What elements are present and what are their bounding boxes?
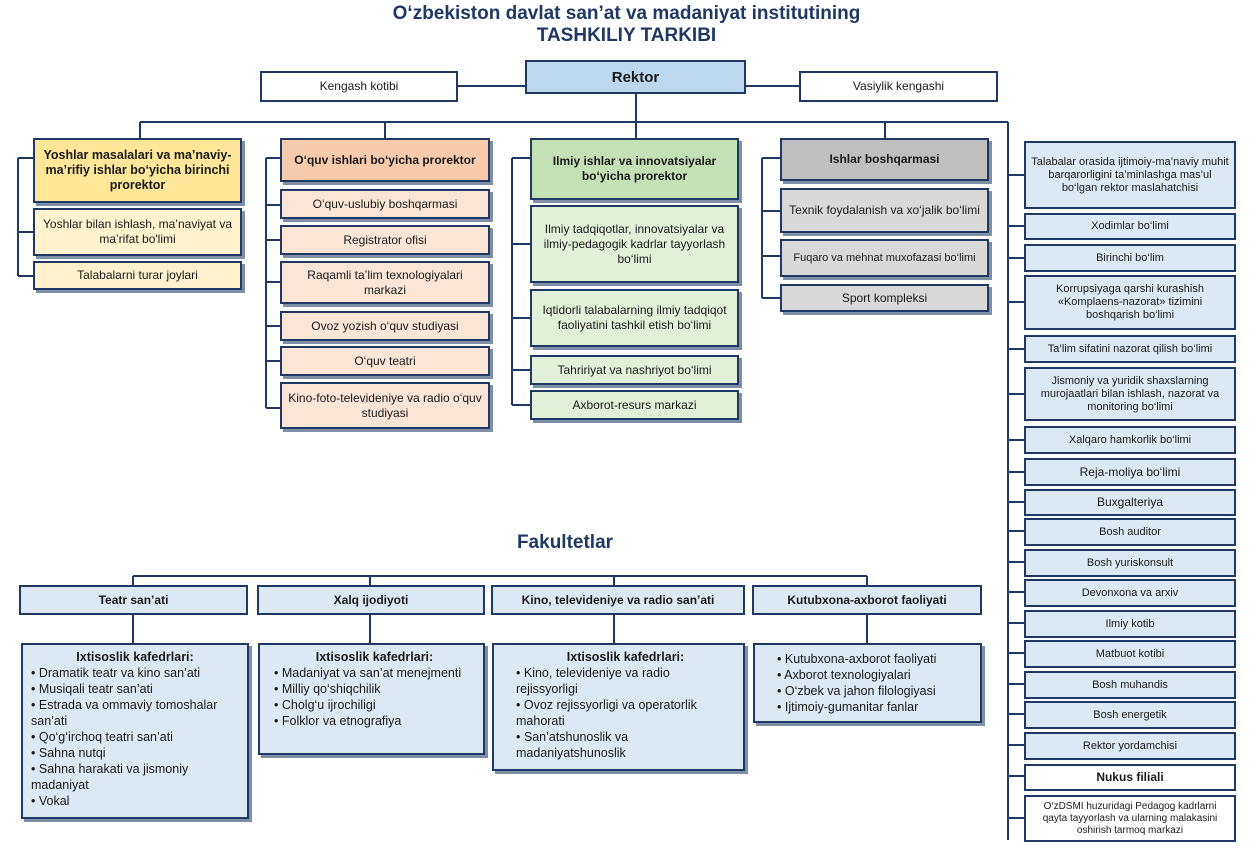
kafedra-list-title: Ixtisoslik kafedrlari: (566, 650, 685, 664)
ilmiy-item-4: Axborot-resurs markazi (530, 390, 739, 420)
right-item-devonxona: Devonxona va arxiv (1024, 579, 1236, 607)
kengash-kotibi-box: Kengash kotibi (260, 71, 458, 102)
list-item: Kutubxona-axborot faoliyati (777, 651, 972, 667)
list-item: Cholg‘u ijrochiligi (274, 697, 475, 713)
kafedra-list-teatr: Ixtisoslik kafedrlari: Dramatik teatr va… (21, 643, 249, 819)
list-item: Qo‘g‘irchoq teatri san’ati (31, 729, 239, 745)
kafedra-list-kutubxona: Kutubxona-axborot faoliyati Axborot texn… (753, 643, 982, 723)
oquv-item-2: Registrator ofisi (280, 225, 490, 255)
kafedra-list-xalq: Ixtisoslik kafedrlari: Madaniyat va san’… (258, 643, 485, 755)
list-item: O‘zbek va jahon filologiyasi (777, 683, 972, 699)
yoshlar-prorektor-box: Yoshlar masalalari va ma’naviy-ma’rifiy … (33, 138, 242, 203)
yoshlar-item-2: Talabalarni turar joylari (33, 261, 242, 290)
list-item: Milliy qo‘shiqchilik (274, 681, 475, 697)
right-item-nukus: Nukus filiali (1024, 764, 1236, 791)
fakultet-xalq: Xalq ijodiyoti (257, 585, 485, 615)
right-item-bosh-energetik: Bosh energetik (1024, 701, 1236, 729)
list-item: Ijtimoiy-gumanitar fanlar (777, 699, 972, 715)
chart-subtitle: TASHKILIY TARKIBI (536, 25, 717, 46)
list-item: Madaniyat va san’at menejmenti (274, 665, 475, 681)
right-item-matbuot: Matbuot kotibi (1024, 640, 1236, 668)
ilmiy-item-1: Ilmiy tadqiqotlar, innovatsiyalar va ilm… (530, 205, 739, 283)
oquv-item-6: Kino-foto-televideniye va radio o‘quv st… (280, 382, 490, 429)
right-item-xalqaro: Xalqaro hamkorlik bo‘limi (1024, 426, 1236, 454)
fakultetlar-heading: Fakultetlar (516, 532, 614, 553)
ishlar-boshqarmasi-box: Ishlar boshqarmasi (780, 138, 989, 181)
list-item: San’atshunoslik va madaniyatshunoslik (516, 729, 735, 761)
right-item-yuriskonsult: Bosh yuriskonsult (1024, 549, 1236, 577)
list-item: Dramatik teatr va kino san’ati (31, 665, 239, 681)
list-item: Axborot texnologiyalari (777, 667, 972, 683)
list-item: Musiqali teatr san’ati (31, 681, 239, 697)
list-item: Sahna nutqi (31, 745, 239, 761)
list-item: Vokal (31, 793, 239, 809)
right-item-murojaatlar: Jismoniy va yuridik shaxslarning murojaa… (1024, 367, 1236, 421)
ishlar-item-3: Sport kompleksi (780, 284, 989, 312)
ilmiy-prorektor-box: Ilmiy ishlar va innovatsiyalar bo‘yicha … (530, 138, 739, 200)
ilmiy-item-3: Tahririyat va nashriyot bo‘limi (530, 355, 739, 385)
right-item-bosh-muhandis: Bosh muhandis (1024, 671, 1236, 699)
ilmiy-item-2: Iqtidorli talabalarning ilmiy tadqiqot f… (530, 289, 739, 347)
right-item-maslahatchi: Talabalar orasida ijtimoiy-ma’naviy muhi… (1024, 141, 1236, 209)
right-item-xodimlar: Xodimlar bo‘limi (1024, 213, 1236, 240)
vasiylik-kengashi-box: Vasiylik kengashi (799, 71, 998, 102)
kafedra-list-kino: Ixtisoslik kafedrlari: Kino, televideniy… (492, 643, 745, 771)
oquv-prorektor-box: O‘quv ishlari bo‘yicha prorektor (280, 138, 490, 182)
ishlar-item-1: Texnik foydalanish va xo‘jalik bo‘limi (780, 188, 989, 233)
oquv-item-4: Ovoz yozish o‘quv studiyasi (280, 311, 490, 341)
right-item-buxgalteriya: Buxgalteriya (1024, 489, 1236, 516)
kafedra-list-title: Ixtisoslik kafedrlari: (76, 650, 194, 664)
oquv-item-3: Raqamli ta’lim texnologiyalari markazi (280, 261, 490, 304)
right-item-korrupsiya: Korrupsiyaga qarshi kurashish «Komplaens… (1024, 275, 1236, 330)
list-item: Kino, televideniye va radio rejissyorlig… (516, 665, 735, 697)
chart-title: O‘zbekiston davlat san’at va madaniyat i… (392, 3, 861, 24)
rektor-box: Rektor (525, 60, 746, 94)
list-item: Ovoz rejissyorligi va operatorlik mahora… (516, 697, 735, 729)
right-item-rektor-yordamchisi: Rektor yordamchisi (1024, 732, 1236, 760)
yoshlar-item-1: Yoshlar bilan ishlash, ma’naviyat va ma’… (33, 208, 242, 256)
fakultet-kutubxona: Kutubxona-axborot faoliyati (752, 585, 982, 615)
oquv-item-1: O‘quv-uslubiy boshqarmasi (280, 189, 490, 219)
list-item: Sahna harakati va jismoniy madaniyat (31, 761, 239, 793)
right-item-ilmiy-kotib: Ilmiy kotib (1024, 610, 1236, 638)
list-item: Estrada va ommaviy tomoshalar san’ati (31, 697, 239, 729)
oquv-item-5: O‘quv teatri (280, 346, 490, 376)
fakultet-kino: Kino, televideniye va radio san’ati (491, 585, 745, 615)
right-item-talim-sifati: Ta’lim sifatini nazorat qilish bo‘limi (1024, 335, 1236, 363)
right-item-bosh-auditor: Bosh auditor (1024, 518, 1236, 546)
ishlar-item-2: Fuqaro va mehnat muxofazasi bo‘limi (780, 239, 989, 277)
right-item-reja-moliya: Reja-moliya bo‘limi (1024, 458, 1236, 486)
kafedra-list-title: Ixtisoslik kafedrlari: (315, 650, 434, 664)
fakultet-teatr: Teatr san’ati (19, 585, 248, 615)
list-item: Folklor va etnografiya (274, 713, 475, 729)
right-item-birinchi: Birinchi bo‘lim (1024, 244, 1236, 272)
right-item-pedagog-markazi: O‘zDSMI huzuridagi Pedagog kadrlarni qay… (1024, 795, 1236, 842)
